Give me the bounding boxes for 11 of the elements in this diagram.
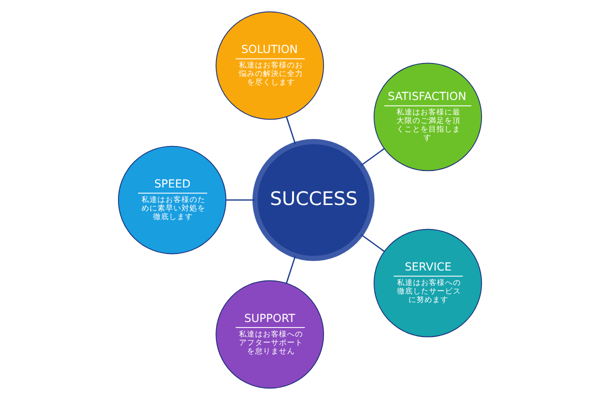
- connector: [360, 148, 385, 166]
- node-circle: SPEED 私達はお客様のために素早い対処を徹底します: [118, 146, 226, 254]
- connector: [360, 234, 385, 252]
- node-circle: SUCCESS: [252, 139, 375, 262]
- node-circle: SERVICE 私達はお客様への徹底したサービスに努めます: [374, 228, 482, 338]
- connector: [226, 199, 255, 201]
- node-circle: SATISFACTION 私達はお客様に最大限のご満足を頂くことを目指します: [374, 62, 482, 172]
- connector: [286, 256, 296, 284]
- connector: [286, 116, 296, 144]
- node-circle: SOLUTION 私達はお客様のお悩みの解決に全力を尽くします: [216, 11, 324, 120]
- node-circle: SUPPORT 私達はお客様へのアフターサポートを怠りません: [216, 280, 324, 389]
